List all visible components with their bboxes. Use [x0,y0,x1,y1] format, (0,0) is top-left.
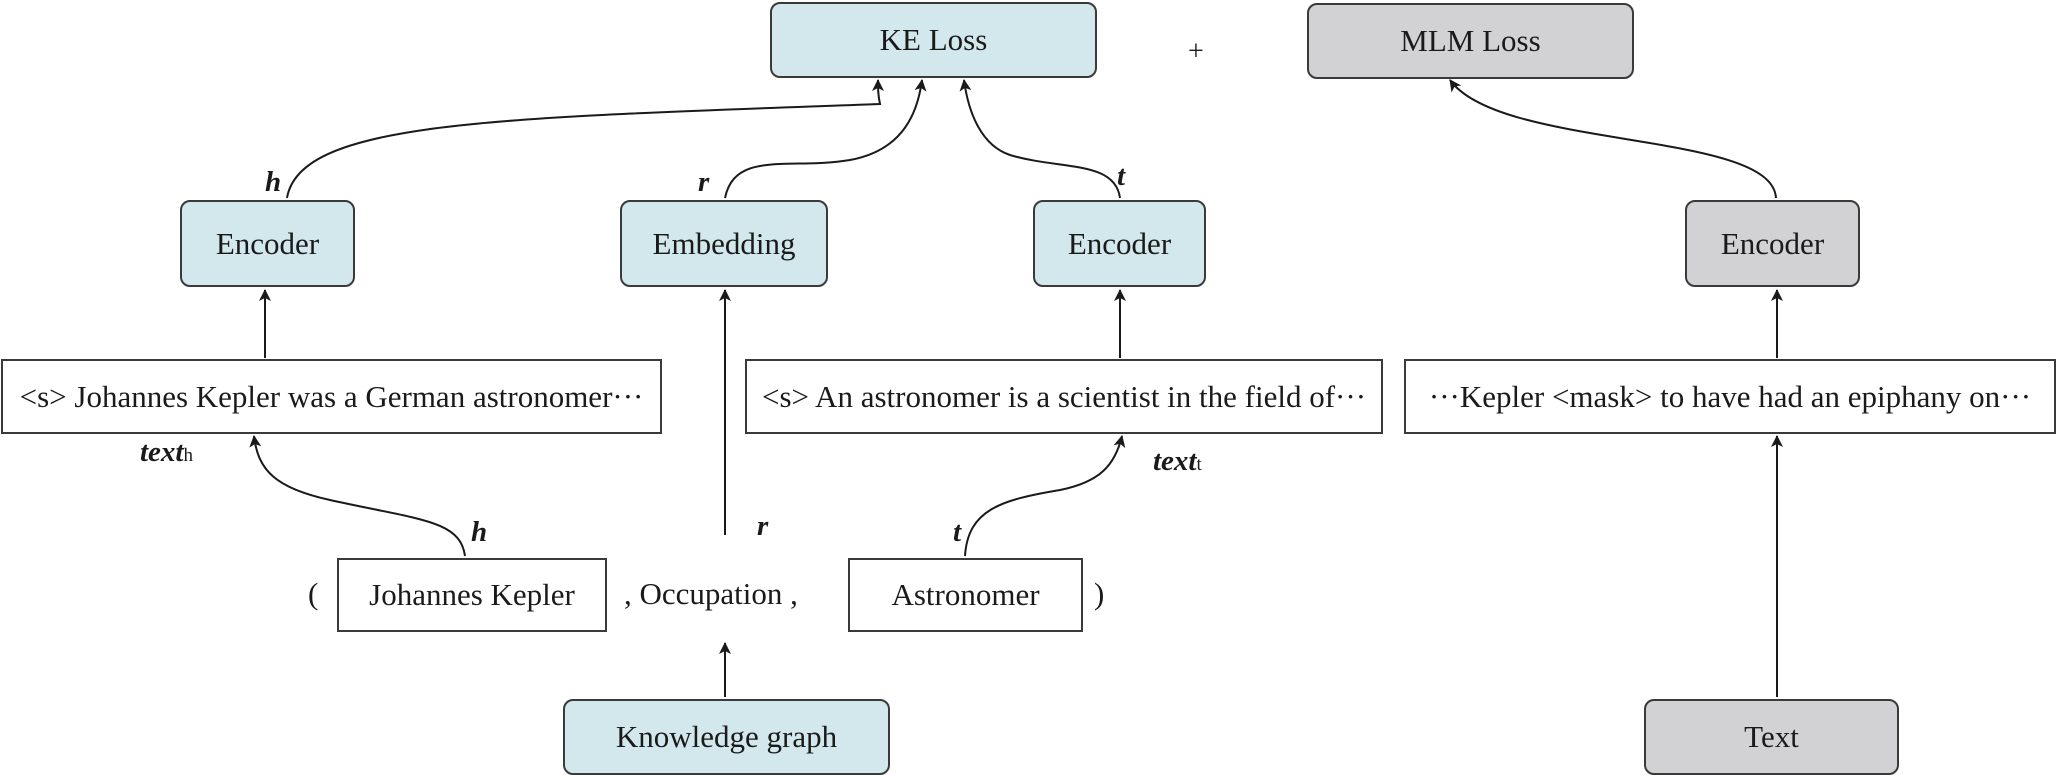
label-t-bottom: t [953,516,962,548]
label-h-bottom: h [471,516,488,548]
paren-close: ) [1094,576,1105,611]
paren-open: ( [308,576,319,611]
text-source-box: Text [1644,699,1899,775]
arrow-embedding-to-ke-loss [724,79,927,199]
entity-head-box: Johannes Kepler [337,558,607,632]
label-t-top: t [1117,160,1126,192]
label-r-top: r [698,166,710,198]
text-masked-box: ···Kepler <mask> to have had an epiphany… [1404,359,2056,434]
encoder-text-box: Encoder [1685,200,1860,287]
embedding-box: Embedding [620,200,828,287]
label-text-t-sub: t [1196,454,1202,475]
arrow-encoder-t-to-ke-loss [959,79,1121,199]
arrow-encoder-h-to-ke-loss [286,79,885,199]
arrow-entity-t-to-text-t [964,435,1126,557]
entity-tail-box: Astronomer [848,558,1083,632]
knowledge-graph-box: Knowledge graph [563,699,890,775]
label-text-t: textt [1153,447,1202,476]
relation-text: , Occupation , [624,576,798,611]
label-text-t-main: text [1153,445,1197,477]
label-text-h-main: text [140,436,184,468]
label-text-h-sub: h [183,445,194,466]
arrow-encoder-text-to-mlm-loss [1449,79,1777,199]
label-h-top: h [265,166,282,198]
ke-loss-box: KE Loss [770,2,1097,78]
arrow-entity-h-to-text-h [249,435,466,557]
plus-sign: + [1188,36,1204,67]
label-r-bottom: r [757,510,769,542]
mlm-loss-box: MLM Loss [1307,3,1634,79]
encoder-head-box: Encoder [180,200,355,287]
label-text-h: texth [140,438,193,467]
text-tail-box: <s> An astronomer is a scientist in the … [745,359,1383,434]
encoder-tail-box: Encoder [1033,200,1206,287]
text-head-box: <s> Johannes Kepler was a German astrono… [1,359,662,434]
